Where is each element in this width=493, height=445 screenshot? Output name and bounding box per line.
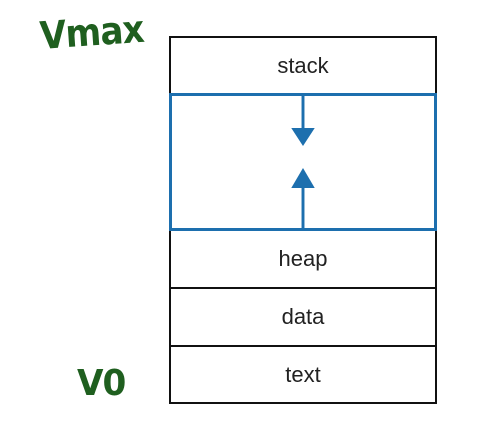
free-space-region — [169, 93, 437, 231]
v0-label: V0 — [77, 363, 126, 404]
arrow-up-icon — [291, 168, 315, 228]
stack-label: stack — [277, 52, 329, 78]
text-segment: text — [171, 347, 435, 402]
data-segment: data — [171, 289, 435, 347]
data-label: data — [281, 304, 325, 329]
arrow-down-icon — [291, 96, 315, 146]
heap-label: heap — [278, 246, 328, 271]
memory-layout-diagram: stack heap data text — [169, 36, 437, 404]
text-label: text — [285, 361, 321, 387]
stack-segment: stack — [171, 38, 435, 93]
vmax-label: Vmax — [38, 6, 145, 58]
growth-arrows — [291, 96, 315, 228]
heap-segment: heap — [171, 231, 435, 289]
